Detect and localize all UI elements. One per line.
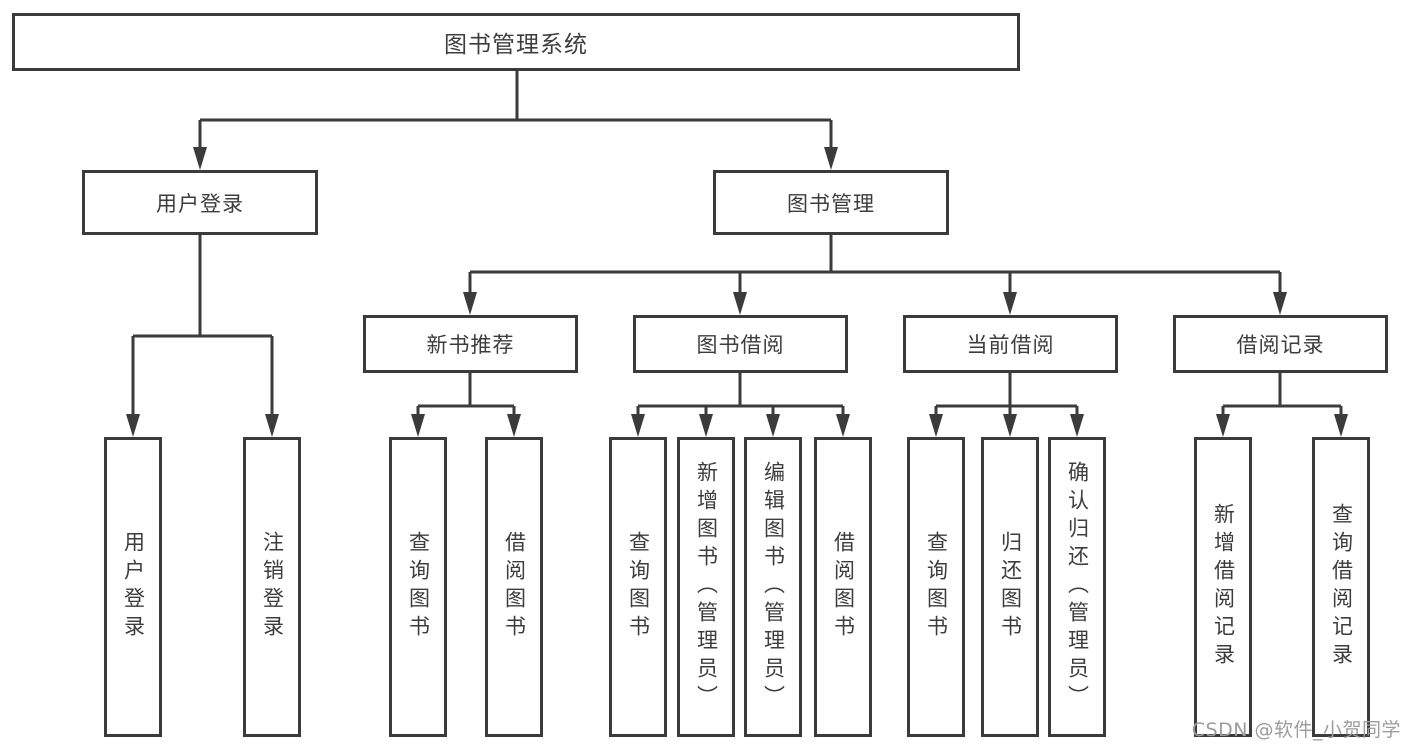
leaf-borrow-books-recommend-label: 借阅图书 [502,531,527,643]
node-book-borrow-label: 图书借阅 [696,333,785,357]
edge-borrow-records-to-leaves [1216,373,1348,437]
node-borrow-records: 借阅记录 [1173,315,1388,373]
leaf-borrow-books-label: 借阅图书 [831,531,856,643]
leaf-return-book: 归还图书 [981,437,1039,737]
leaf-logout: 注销登录 [243,437,301,737]
node-current-borrow-label: 当前借阅 [966,333,1055,357]
leaf-query-borrow-record: 查询借阅记录 [1312,437,1370,737]
leaf-edit-book-admin: 编辑图书（管理员） [744,437,802,737]
edge-book-borrow-to-leaves [631,373,850,437]
leaf-edit-book-admin-label: 编辑图书（管理员） [761,461,786,713]
leaf-query-borrow-record-label: 查询借阅记录 [1329,503,1354,671]
leaf-add-borrow-record: 新增借阅记录 [1194,437,1252,737]
node-user-login: 用户登录 [82,170,318,235]
node-book-management-label: 图书管理 [787,191,875,216]
leaf-borrow-books-recommend: 借阅图书 [485,437,543,737]
leaf-user-login-label: 用户登录 [121,531,146,643]
leaf-logout-label: 注销登录 [260,531,285,643]
leaf-borrow-books: 借阅图书 [814,437,872,737]
watermark: CSDN @软件_小贺同学 [1191,719,1401,741]
edge-new-book-to-leaves [411,373,521,437]
leaf-confirm-return-admin: 确认归还（管理员） [1048,437,1106,737]
leaf-add-borrow-record-label: 新增借阅记录 [1211,503,1236,671]
leaf-query-books-current: 查询图书 [907,437,965,737]
leaf-query-books-current-label: 查询图书 [924,531,949,643]
leaf-query-books-recommend: 查询图书 [389,437,447,737]
leaf-add-book-admin: 新增图书（管理员） [677,437,735,737]
node-new-book-recommend: 新书推荐 [363,315,578,373]
leaf-add-book-admin-label: 新增图书（管理员） [694,461,719,713]
node-user-login-label: 用户登录 [156,191,244,216]
node-library-system-label: 图书管理系统 [444,32,588,58]
leaf-return-book-label: 归还图书 [998,531,1023,643]
leaf-confirm-return-admin-label: 确认归还（管理员） [1065,461,1090,713]
leaf-query-books-borrow: 查询图书 [609,437,667,737]
edge-user-login-to-leaves [126,235,279,437]
leaf-user-login: 用户登录 [104,437,162,737]
node-borrow-records-label: 借阅记录 [1236,333,1325,357]
edge-book-management-to-level3 [463,235,1287,315]
node-new-book-recommend-label: 新书推荐 [426,333,515,357]
edge-root-to-branches [193,71,838,170]
leaf-query-books-recommend-label: 查询图书 [406,531,431,643]
node-library-system: 图书管理系统 [12,13,1020,71]
node-current-borrow: 当前借阅 [903,315,1118,373]
edge-current-borrow-to-leaves [929,373,1084,437]
node-book-borrow: 图书借阅 [633,315,848,373]
leaf-query-books-borrow-label: 查询图书 [626,531,651,643]
node-book-management: 图书管理 [713,170,949,235]
